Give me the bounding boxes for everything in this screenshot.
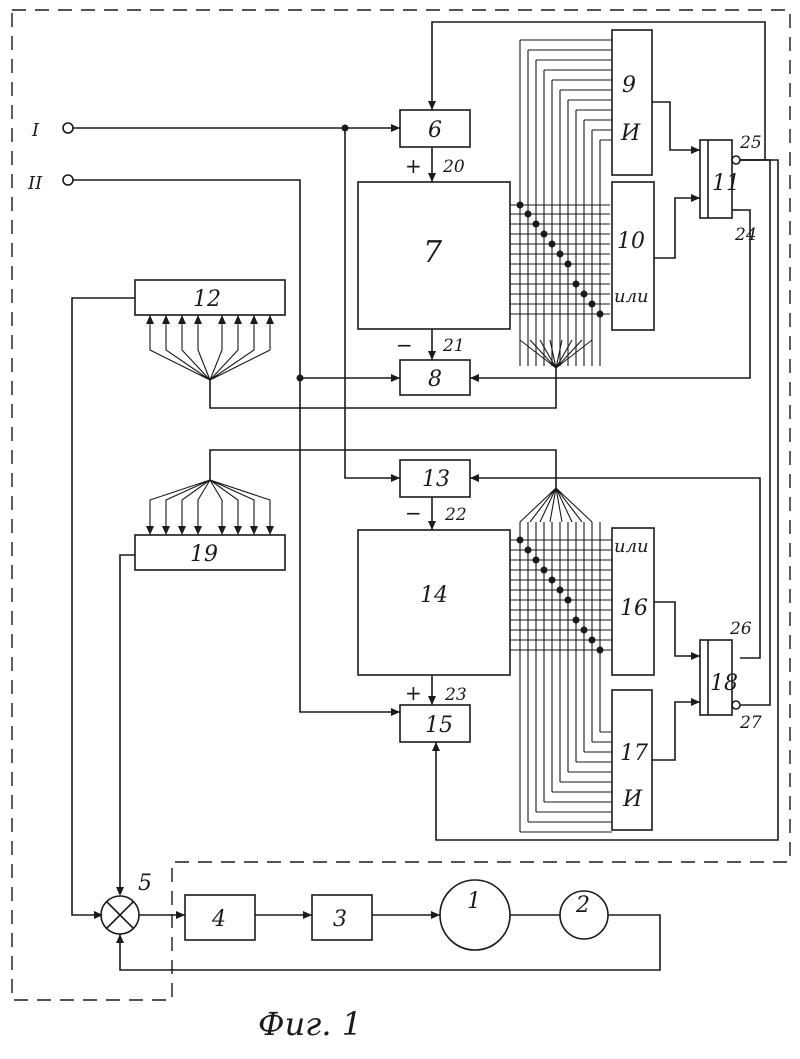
block-12-label: 12 [193, 287, 221, 312]
block-4-label: 4 [211, 907, 226, 932]
input-label-1: I [31, 120, 40, 141]
block-3-label: 3 [333, 907, 347, 932]
plus-sign-7: + [405, 154, 422, 178]
wire-input2-to-15 [73, 180, 400, 712]
block-8-label: 8 [428, 367, 442, 392]
gate-9-type-label: И [620, 121, 641, 146]
block-17-label: 17 [620, 741, 648, 766]
wire-19-to-5 [120, 555, 135, 894]
block-13-label: 13 [422, 467, 450, 492]
wire-10-to-11 [654, 198, 700, 258]
wire-17-to-18 [652, 702, 700, 760]
block-6-label: 6 [428, 118, 442, 143]
pin-22-label: 22 [444, 505, 467, 525]
block-15-label: 15 [425, 713, 453, 738]
pin-20-label: 20 [442, 157, 465, 177]
minus-sign-7: − [396, 333, 413, 357]
inverse-output-25 [732, 156, 740, 164]
block-10-label: 10 [617, 229, 645, 254]
pin-26-label: 26 [729, 619, 752, 639]
input-terminal-1 [63, 123, 73, 133]
input-terminal-2 [63, 175, 73, 185]
minus-sign-14: − [405, 501, 422, 525]
gate-10-type-label: или [614, 286, 649, 307]
input-label-2: II [27, 173, 43, 194]
block-16-label: 16 [620, 596, 648, 621]
block-2-label: 2 [575, 893, 590, 918]
plus-sign-14: + [405, 681, 422, 705]
pin-21-label: 21 [442, 336, 465, 356]
gate-10-or [612, 182, 654, 330]
wire-bus-to-12 [210, 368, 556, 408]
pin-27-label: 27 [739, 713, 762, 733]
wire-bus-to-19 [210, 450, 556, 488]
wire-12-to-5 [72, 298, 135, 915]
fan-in-12 [150, 315, 270, 380]
gate-16-type-label: или [614, 536, 649, 557]
wire-16-to-18 [654, 602, 700, 656]
wire-9-to-11 [652, 102, 700, 150]
block-7-label: 7 [423, 235, 443, 270]
block-19-label: 19 [190, 542, 218, 567]
inverse-output-27 [732, 701, 740, 709]
block-5-label: 5 [138, 871, 152, 896]
pin-25-label: 25 [739, 133, 762, 153]
pin-24-label: 24 [734, 225, 757, 245]
block-18-label: 18 [710, 671, 738, 696]
dashed-enclosure [12, 10, 790, 1000]
gate-9-and [612, 30, 652, 175]
figure-caption: Фиг. 1 [258, 1005, 362, 1043]
gate-17-type-label: И [622, 787, 643, 812]
pin-23-label: 23 [444, 685, 467, 705]
block-9-label: 9 [622, 73, 636, 98]
block-11-label: 11 [712, 171, 740, 196]
block-14-label: 14 [420, 583, 448, 608]
block-1-label: 1 [467, 889, 481, 914]
